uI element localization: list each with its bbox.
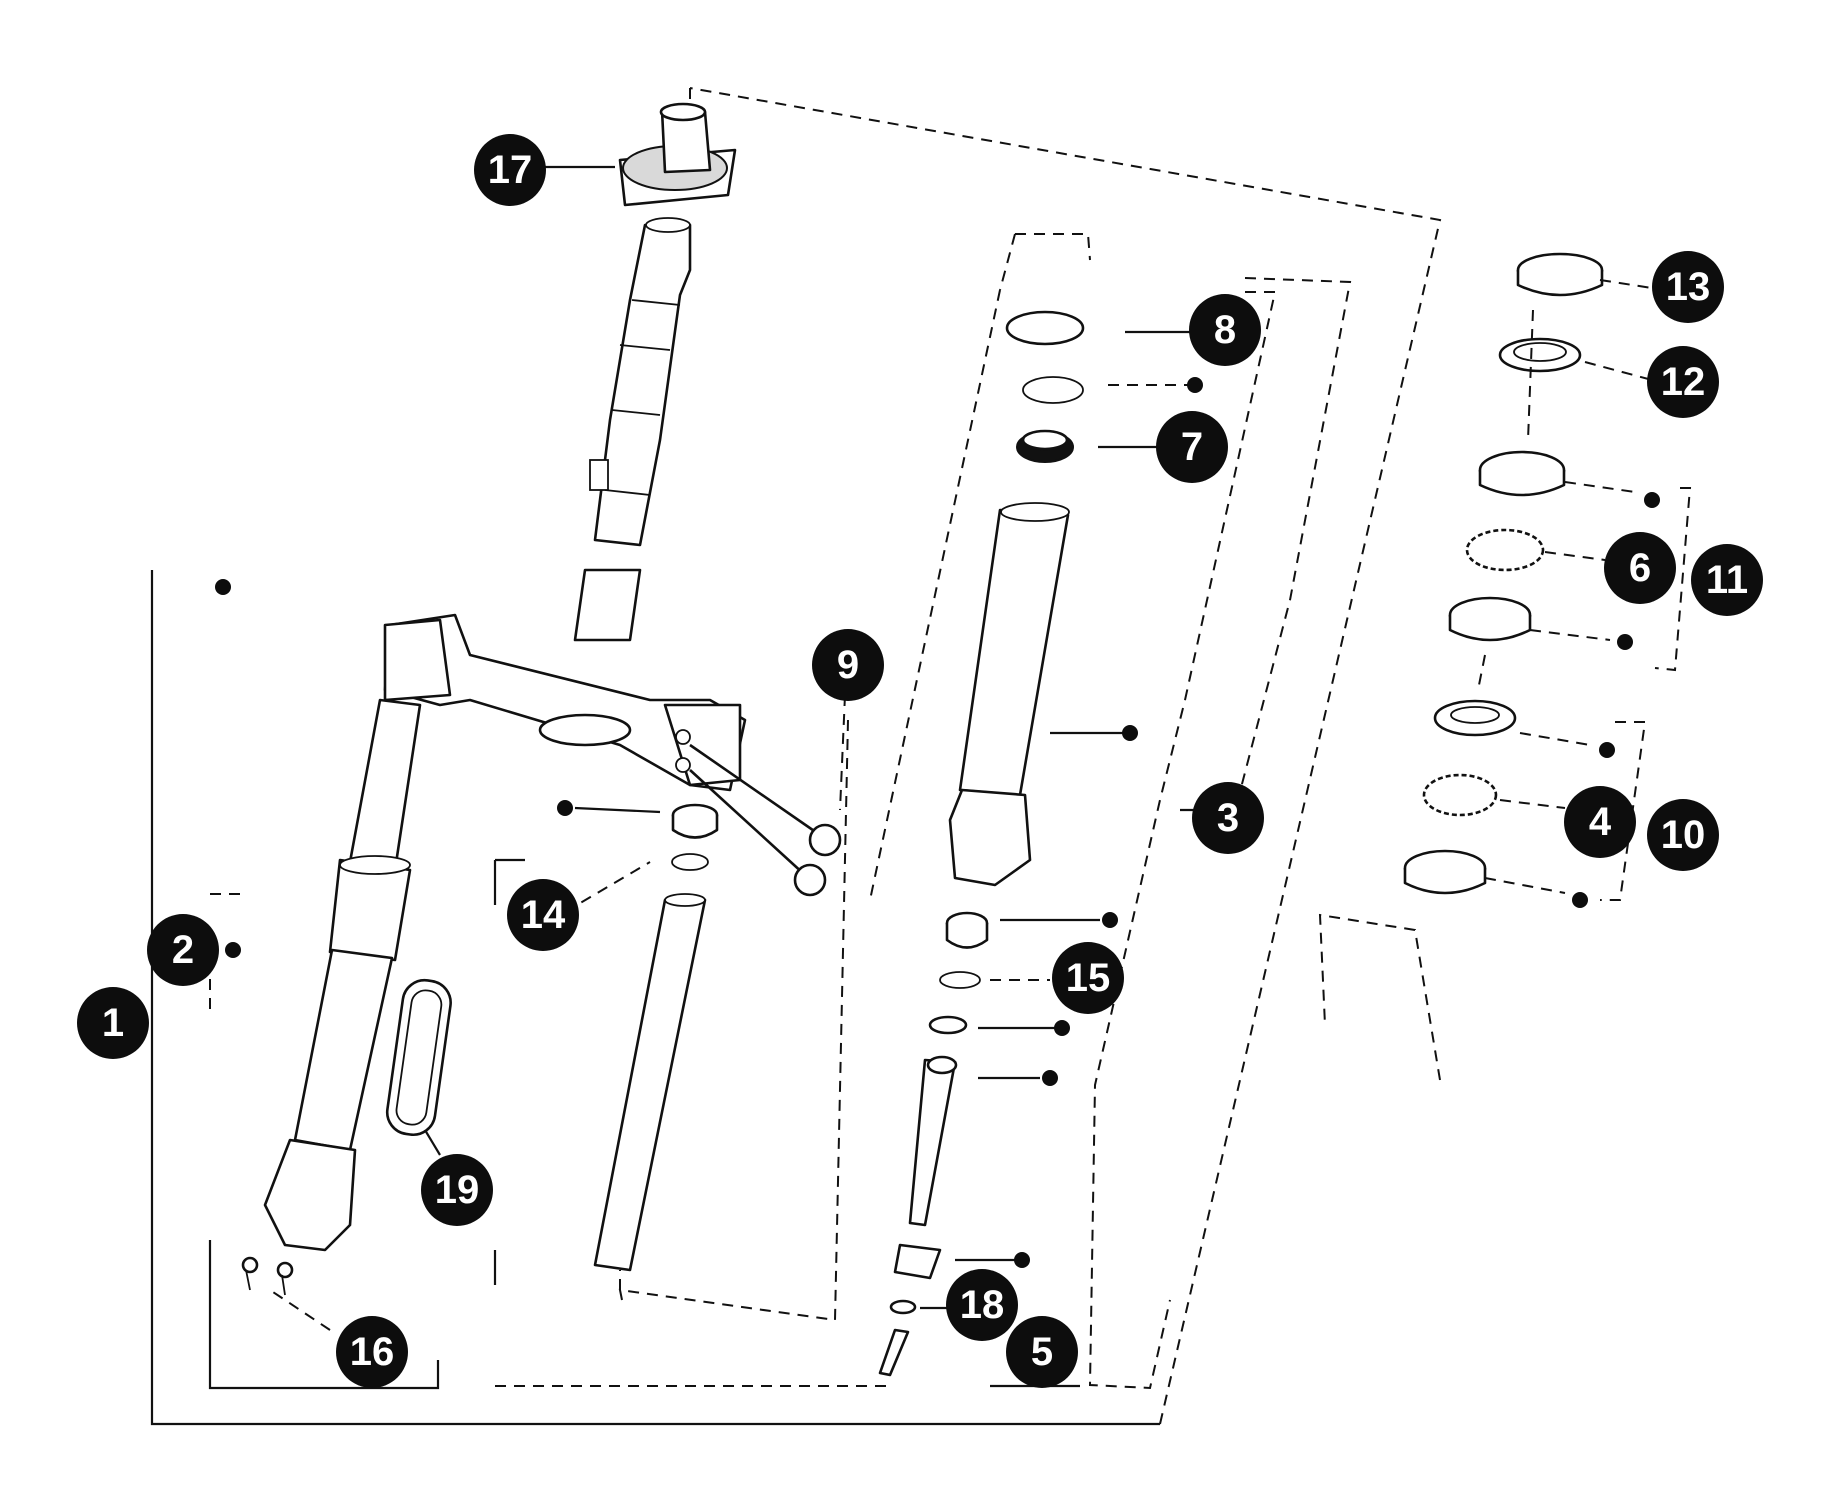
part-triple-clamp bbox=[383, 568, 842, 897]
callout-3: 3 bbox=[1192, 782, 1264, 854]
callout-7: 7 bbox=[1156, 411, 1228, 483]
part-steering-stem bbox=[589, 217, 692, 547]
part-bearing-stack bbox=[1403, 252, 1604, 895]
svg-text:18: 18 bbox=[960, 1283, 1005, 1327]
part-15-18-lower-parts bbox=[878, 911, 989, 1377]
svg-text:15: 15 bbox=[1066, 956, 1111, 1000]
leader-lines bbox=[269, 165, 1653, 1331]
callout-13: 13 bbox=[1652, 251, 1724, 323]
svg-text:14: 14 bbox=[521, 893, 566, 937]
svg-text:12: 12 bbox=[1661, 360, 1706, 404]
callout-9: 9 bbox=[812, 629, 884, 701]
svg-text:9: 9 bbox=[837, 643, 859, 687]
svg-text:19: 19 bbox=[435, 1168, 480, 1212]
callout-12: 12 bbox=[1647, 346, 1719, 418]
callout-4: 4 bbox=[1564, 786, 1636, 858]
svg-text:6: 6 bbox=[1629, 546, 1651, 590]
callout-2: 2 bbox=[147, 914, 219, 986]
callout-6: 6 bbox=[1604, 532, 1676, 604]
svg-text:17: 17 bbox=[488, 148, 533, 192]
svg-text:13: 13 bbox=[1666, 265, 1711, 309]
callout-15: 15 bbox=[1052, 942, 1124, 1014]
callout-1: 1 bbox=[77, 987, 149, 1059]
assembly-brackets bbox=[150, 87, 1692, 1426]
callout-19: 19 bbox=[421, 1154, 493, 1226]
svg-text:3: 3 bbox=[1217, 796, 1239, 840]
callout-14: 14 bbox=[507, 879, 579, 951]
part-left-fork-leg bbox=[241, 698, 422, 1296]
reference-dots bbox=[215, 377, 1660, 1268]
part-17-top-cap bbox=[618, 102, 737, 207]
svg-text:4: 4 bbox=[1589, 800, 1612, 844]
callout-11: 11 bbox=[1691, 544, 1763, 616]
svg-text:10: 10 bbox=[1661, 813, 1706, 857]
svg-text:7: 7 bbox=[1181, 425, 1203, 469]
callout-10: 10 bbox=[1647, 799, 1719, 871]
callout-8: 8 bbox=[1189, 294, 1261, 366]
svg-text:16: 16 bbox=[350, 1330, 395, 1374]
svg-text:5: 5 bbox=[1031, 1330, 1053, 1374]
svg-text:11: 11 bbox=[1706, 558, 1748, 602]
callout-17: 17 bbox=[474, 134, 546, 206]
callout-16: 16 bbox=[336, 1316, 408, 1388]
callout-18: 18 bbox=[946, 1269, 1018, 1341]
part-14-damper-parts bbox=[593, 803, 719, 1272]
svg-text:8: 8 bbox=[1214, 308, 1236, 352]
callout-5: 5 bbox=[1006, 1316, 1078, 1388]
svg-text:2: 2 bbox=[172, 928, 194, 972]
svg-text:1: 1 bbox=[102, 1001, 124, 1045]
part-19-fork-boot bbox=[385, 978, 452, 1137]
part-3-fork-tube bbox=[948, 310, 1085, 887]
